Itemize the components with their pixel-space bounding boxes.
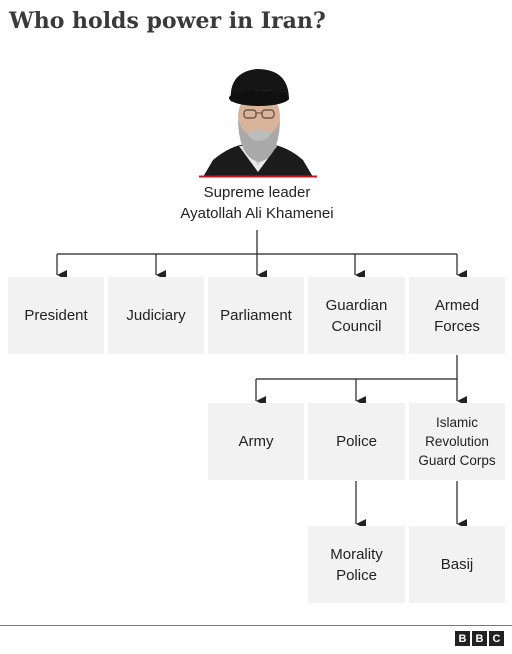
box-label: Army	[238, 433, 274, 450]
box-armed-forces: Armed Forces	[409, 277, 505, 354]
leader-portrait	[199, 62, 317, 177]
box-basij: Basij	[409, 526, 505, 603]
box-label: Parliament	[220, 307, 292, 324]
box-judiciary: Judiciary	[108, 277, 204, 354]
box-morality-police: Morality Police	[308, 526, 405, 603]
box-label: Guardian Council	[325, 296, 388, 335]
box-label: Basij	[440, 556, 474, 573]
box-label: Police	[336, 433, 377, 450]
leader-portrait-image	[203, 69, 313, 177]
bbc-logo-letter: B	[472, 631, 487, 646]
supreme-leader-label: Supreme leader Ayatollah Ali Khamenei	[130, 182, 384, 224]
box-label: Morality Police	[330, 545, 383, 584]
box-guardian-council: Guardian Council	[308, 277, 405, 354]
box-police: Police	[308, 403, 405, 480]
box-label: President	[24, 307, 88, 324]
box-label: Islamic Revolution Guard Corps	[418, 415, 496, 468]
box-president: President	[8, 277, 104, 354]
footer-divider	[0, 625, 512, 626]
box-label: Judiciary	[126, 307, 186, 324]
leader-name: Ayatollah Ali Khamenei	[180, 205, 334, 222]
leader-role: Supreme leader	[203, 184, 311, 201]
box-label: Armed Forces	[434, 296, 480, 335]
box-army: Army	[208, 403, 304, 480]
bbc-logo-letter: C	[489, 631, 504, 646]
diagram-title: Who holds power in Iran?	[9, 8, 326, 34]
bbc-logo: B B C	[455, 631, 504, 646]
box-irgc: Islamic Revolution Guard Corps	[409, 403, 505, 480]
bbc-logo-letter: B	[455, 631, 470, 646]
box-parliament: Parliament	[208, 277, 304, 354]
